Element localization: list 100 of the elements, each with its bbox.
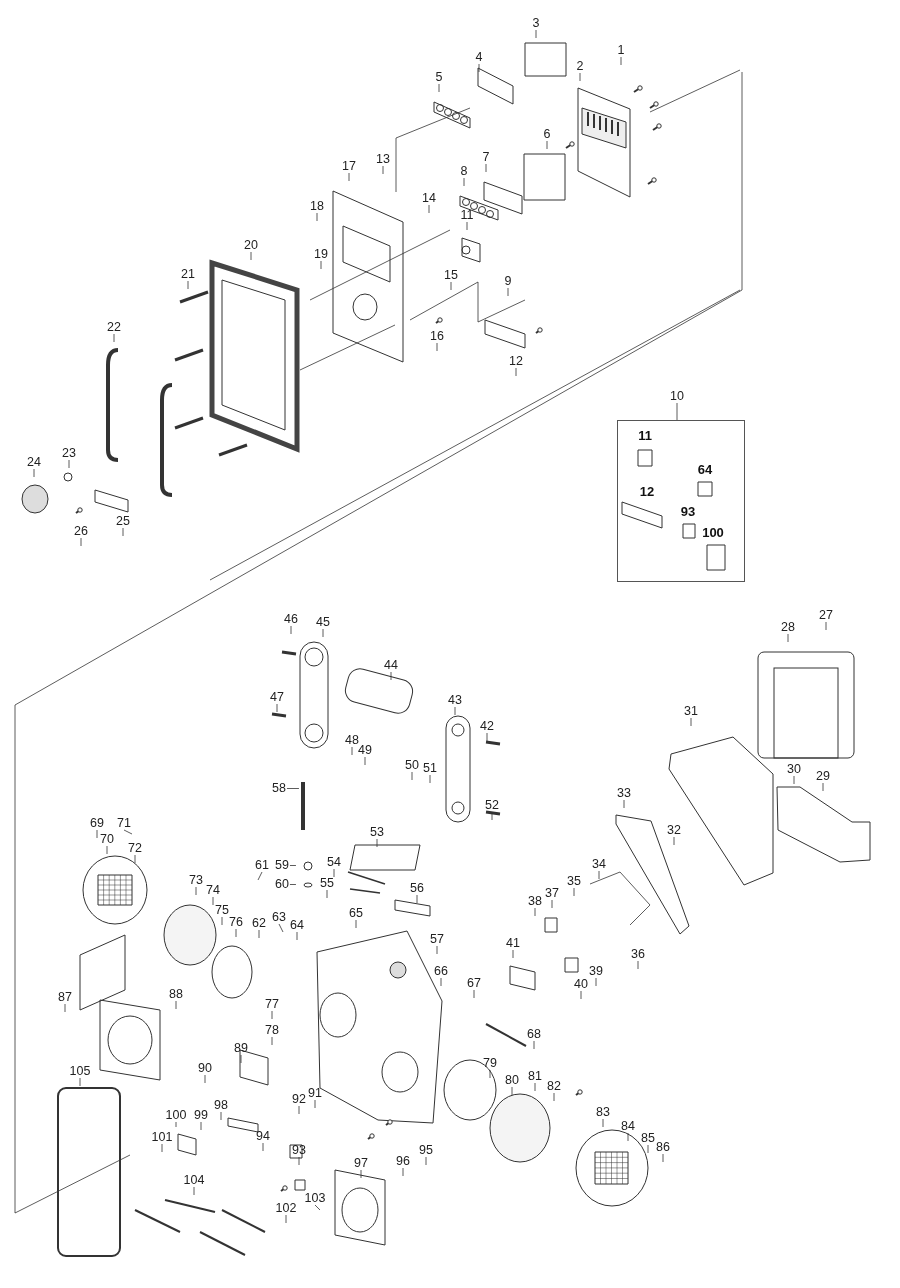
callout-number: 90 xyxy=(198,1062,212,1075)
callout-number: 40 xyxy=(574,978,588,991)
callout-number: 75 xyxy=(215,904,229,917)
callout-number: 27 xyxy=(819,609,833,622)
leader-line xyxy=(436,342,438,352)
callout-number: 64 xyxy=(697,463,713,477)
leader-line xyxy=(187,280,189,290)
leader-line xyxy=(161,1143,163,1153)
leader-line xyxy=(289,865,297,866)
callout-number: 65 xyxy=(349,907,363,920)
callout-number: 70 xyxy=(100,833,114,846)
leader-line xyxy=(602,1118,604,1128)
leader-line xyxy=(204,1074,206,1084)
callout-number: 2 xyxy=(576,60,584,73)
callout-number: 99 xyxy=(194,1109,208,1122)
callout-number: 37 xyxy=(545,887,559,900)
callout-number: 59 xyxy=(275,859,289,872)
callout-number: 89 xyxy=(234,1042,248,1055)
leader-line xyxy=(416,894,418,904)
leader-line xyxy=(278,923,284,933)
leader-line xyxy=(463,177,465,187)
callout-number: 64 xyxy=(290,919,304,932)
callout-number: 66 xyxy=(434,965,448,978)
callout-number: 29 xyxy=(816,770,830,783)
callout-number: 71 xyxy=(117,817,131,830)
callout-number: 43 xyxy=(448,694,462,707)
callout-number: 1 xyxy=(617,44,625,57)
leader-line xyxy=(195,886,197,896)
callout-number: 63 xyxy=(272,911,286,924)
leader-line xyxy=(793,775,795,785)
leader-line xyxy=(595,977,597,987)
callout-number: 39 xyxy=(589,965,603,978)
callout-number: 76 xyxy=(229,916,243,929)
callout-number: 87 xyxy=(58,991,72,1004)
leader-line xyxy=(262,1142,264,1152)
callout-number: 79 xyxy=(483,1057,497,1070)
callout-number: 77 xyxy=(265,998,279,1011)
leader-line xyxy=(220,1111,222,1121)
leader-line xyxy=(123,829,133,835)
callout-number: 101 xyxy=(151,1131,173,1144)
leader-line xyxy=(598,870,600,880)
leader-line xyxy=(212,896,214,906)
callout-number: 3 xyxy=(532,17,540,30)
callout-number: 10 xyxy=(670,390,684,403)
leader-line xyxy=(326,889,328,899)
callout-number: 57 xyxy=(430,933,444,946)
callout-number: 35 xyxy=(567,875,581,888)
leader-line xyxy=(478,63,480,73)
leader-line xyxy=(316,212,318,222)
leader-line xyxy=(106,845,108,855)
leader-line xyxy=(573,887,575,897)
leader-line xyxy=(429,774,431,784)
callout-number: 4 xyxy=(475,51,483,64)
leader-line xyxy=(276,703,278,713)
leader-line xyxy=(122,527,124,537)
leader-line xyxy=(333,868,335,878)
leader-line xyxy=(627,1132,629,1142)
leader-line xyxy=(289,884,297,885)
inset-box xyxy=(617,420,745,582)
leader-line xyxy=(296,931,298,941)
callout-number: 61 xyxy=(255,859,269,872)
leader-line xyxy=(515,367,517,377)
leader-line xyxy=(258,929,260,939)
callout-number: 24 xyxy=(27,456,41,469)
leader-line xyxy=(623,799,625,809)
leader-line xyxy=(298,1105,300,1115)
leader-line xyxy=(553,1092,555,1102)
leader-line xyxy=(351,746,353,756)
callout-number: 60 xyxy=(275,878,289,891)
leader-line xyxy=(376,838,378,848)
leader-line xyxy=(485,163,487,173)
callout-number: 82 xyxy=(547,1080,561,1093)
callout-number: 47 xyxy=(270,691,284,704)
leader-line xyxy=(546,140,548,150)
callout-number: 46 xyxy=(284,613,298,626)
leader-line xyxy=(662,1153,664,1163)
callout-number: 15 xyxy=(444,269,458,282)
leader-line xyxy=(825,621,827,631)
callout-number: 105 xyxy=(69,1065,91,1078)
leader-line xyxy=(822,782,824,792)
callout-number: 73 xyxy=(189,874,203,887)
callout-number: 62 xyxy=(252,917,266,930)
leader-line xyxy=(360,1169,362,1179)
callout-number: 18 xyxy=(310,200,324,213)
callout-number: 30 xyxy=(787,763,801,776)
callout-number: 51 xyxy=(423,762,437,775)
leader-line xyxy=(512,949,514,959)
leader-line xyxy=(535,29,537,39)
callout-number: 55 xyxy=(320,877,334,890)
callout-number: 97 xyxy=(354,1157,368,1170)
callout-number: 52 xyxy=(485,799,499,812)
callout-number: 28 xyxy=(781,621,795,634)
callout-number: 16 xyxy=(430,330,444,343)
leader-line xyxy=(348,172,350,182)
callout-number: 86 xyxy=(656,1141,670,1154)
callout-number: 98 xyxy=(214,1099,228,1112)
callout-number: 93 xyxy=(680,505,696,519)
callout-number: 34 xyxy=(592,858,606,871)
callout-number: 102 xyxy=(275,1202,297,1215)
leader-line xyxy=(390,671,392,681)
